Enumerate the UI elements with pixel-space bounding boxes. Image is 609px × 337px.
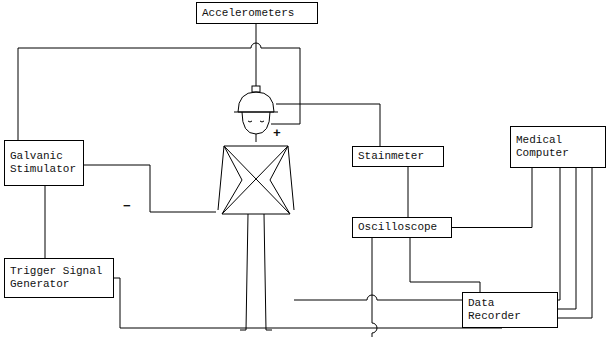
box-label: Medical Computer <box>516 134 600 160</box>
anode-wire <box>18 43 300 140</box>
device-box: Oscilloscope <box>352 217 452 238</box>
box-label: Oscilloscope <box>358 221 437 234</box>
device-box: Data Recorder <box>462 292 558 328</box>
accelerometer-wire <box>256 23 257 86</box>
device-box: Galvanic Stimulator <box>4 140 84 186</box>
helmet <box>238 92 274 112</box>
device-box: Trigger Signal Generator <box>4 258 114 298</box>
wire-connector <box>45 186 46 258</box>
wire-connector <box>114 278 502 328</box>
stainmeter-wire <box>276 104 380 146</box>
body-wire <box>294 295 462 300</box>
wire-connector <box>410 238 480 292</box>
polarity-sign: + <box>272 127 282 141</box>
person-figure <box>218 86 294 330</box>
cathode-wire <box>84 165 216 212</box>
device-box: Stainmeter <box>352 146 444 167</box>
wire-connector <box>452 168 532 228</box>
box-label: Galvanic Stimulator <box>10 150 78 176</box>
torso <box>222 146 290 214</box>
computer-box: Medical Computer <box>510 126 606 168</box>
signal-wire <box>372 238 377 337</box>
wire-connector <box>558 168 592 318</box>
wire-connector <box>558 168 560 300</box>
wire-connector <box>408 167 409 217</box>
box-label: Data Recorder <box>468 297 552 323</box>
sensor-box: Accelerometers <box>196 2 318 24</box>
box-label: Accelerometers <box>202 7 294 20</box>
polarity-sign: − <box>122 200 132 214</box>
wire-connector <box>558 168 576 309</box>
box-label: Stainmeter <box>358 150 424 163</box>
box-label: Trigger Signal Generator <box>10 265 108 291</box>
